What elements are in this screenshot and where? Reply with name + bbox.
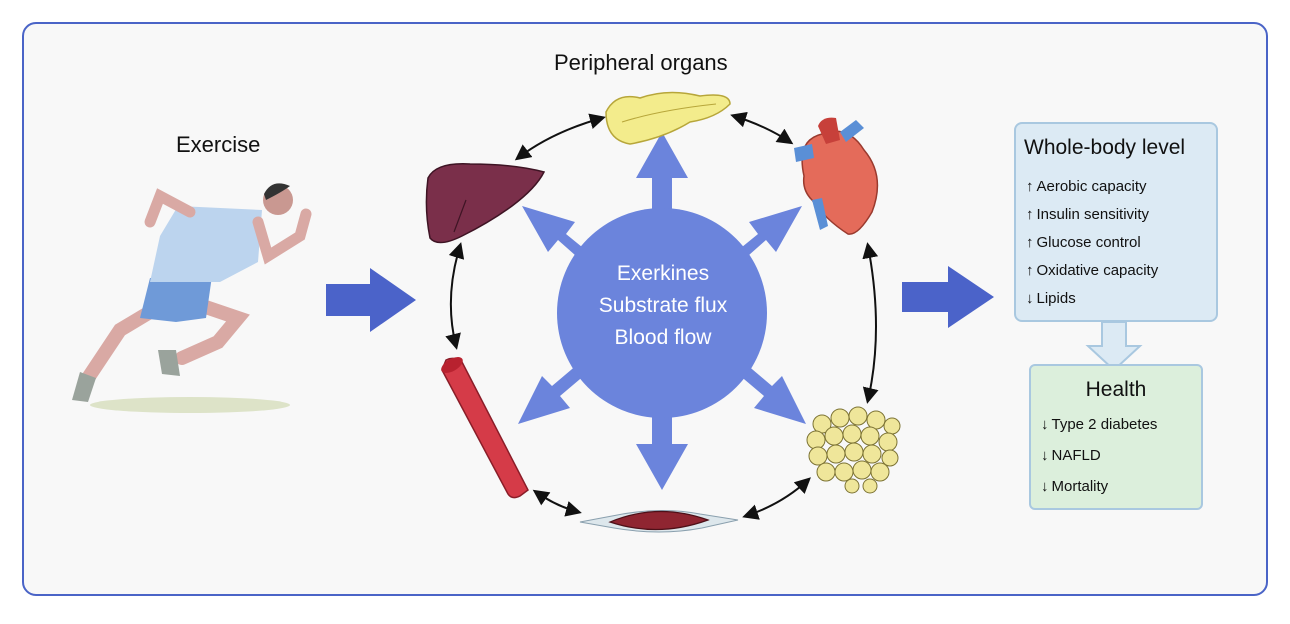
list-item: ↓Mortality xyxy=(1041,476,1157,507)
heart-icon xyxy=(794,117,879,235)
whole-body-title: Whole-body level xyxy=(1024,136,1186,159)
list-item: ↑Oxidative capacity xyxy=(1026,260,1158,288)
down-arrow-icon: ↓ xyxy=(1041,447,1049,464)
blood-vessel-icon xyxy=(441,357,529,499)
hub-line: Exerkines xyxy=(616,262,710,285)
down-arrow-icon: ↓ xyxy=(1041,478,1049,495)
up-arrow-icon: ↑ xyxy=(1026,206,1034,223)
item-text: NAFLD xyxy=(1051,447,1101,464)
hub-line: Blood flow xyxy=(614,326,712,349)
item-text: Aerobic capacity xyxy=(1036,178,1147,195)
exercise-label: Exercise xyxy=(176,132,261,157)
runner-icon xyxy=(72,183,312,413)
whole-body-box: Whole-body level ↑Aerobic capacity ↑Insu… xyxy=(1014,122,1218,322)
item-text: Lipids xyxy=(1036,290,1076,307)
left-big-arrow xyxy=(326,268,416,332)
pancreas-icon xyxy=(605,91,731,145)
list-item: ↓NAFLD xyxy=(1041,445,1157,476)
peripheral-organs-title: Peripheral organs xyxy=(554,50,728,75)
health-box: Health ↓Type 2 diabetes ↓NAFLD ↓Mortalit… xyxy=(1029,364,1203,510)
ring-arrows xyxy=(445,111,879,520)
health-title: Health xyxy=(1085,378,1147,401)
item-text: Oxidative capacity xyxy=(1036,262,1159,279)
item-text: Glucose control xyxy=(1036,234,1141,251)
list-item: ↓Type 2 diabetes xyxy=(1041,414,1157,445)
right-big-arrow xyxy=(902,266,994,328)
down-arrow-icon: ↓ xyxy=(1026,290,1034,307)
item-text: Type 2 diabetes xyxy=(1051,416,1158,433)
hub-text: Exerkines Substrate flux Blood flow xyxy=(556,258,770,354)
list-item: ↓Lipids xyxy=(1026,288,1158,316)
up-arrow-icon: ↑ xyxy=(1026,178,1034,195)
up-arrow-icon: ↑ xyxy=(1026,262,1034,279)
item-text: Mortality xyxy=(1051,478,1109,495)
health-list: ↓Type 2 diabetes ↓NAFLD ↓Mortality xyxy=(1041,414,1157,507)
down-arrow-icon: ↓ xyxy=(1041,416,1049,433)
whole-body-to-health-arrow xyxy=(1085,321,1143,372)
list-item: ↑Glucose control xyxy=(1026,232,1158,260)
hub-circle xyxy=(557,208,767,418)
item-text: Insulin sensitivity xyxy=(1036,206,1150,223)
whole-body-list: ↑Aerobic capacity ↑Insulin sensitivity ↑… xyxy=(1026,176,1158,316)
liver-icon xyxy=(425,163,546,244)
list-item: ↑Aerobic capacity xyxy=(1026,176,1158,204)
hub-line: Substrate flux xyxy=(598,294,728,317)
adipose-tissue-icon xyxy=(806,406,901,494)
list-item: ↑Insulin sensitivity xyxy=(1026,204,1158,232)
up-arrow-icon: ↑ xyxy=(1026,234,1034,251)
muscle-icon xyxy=(579,509,739,533)
